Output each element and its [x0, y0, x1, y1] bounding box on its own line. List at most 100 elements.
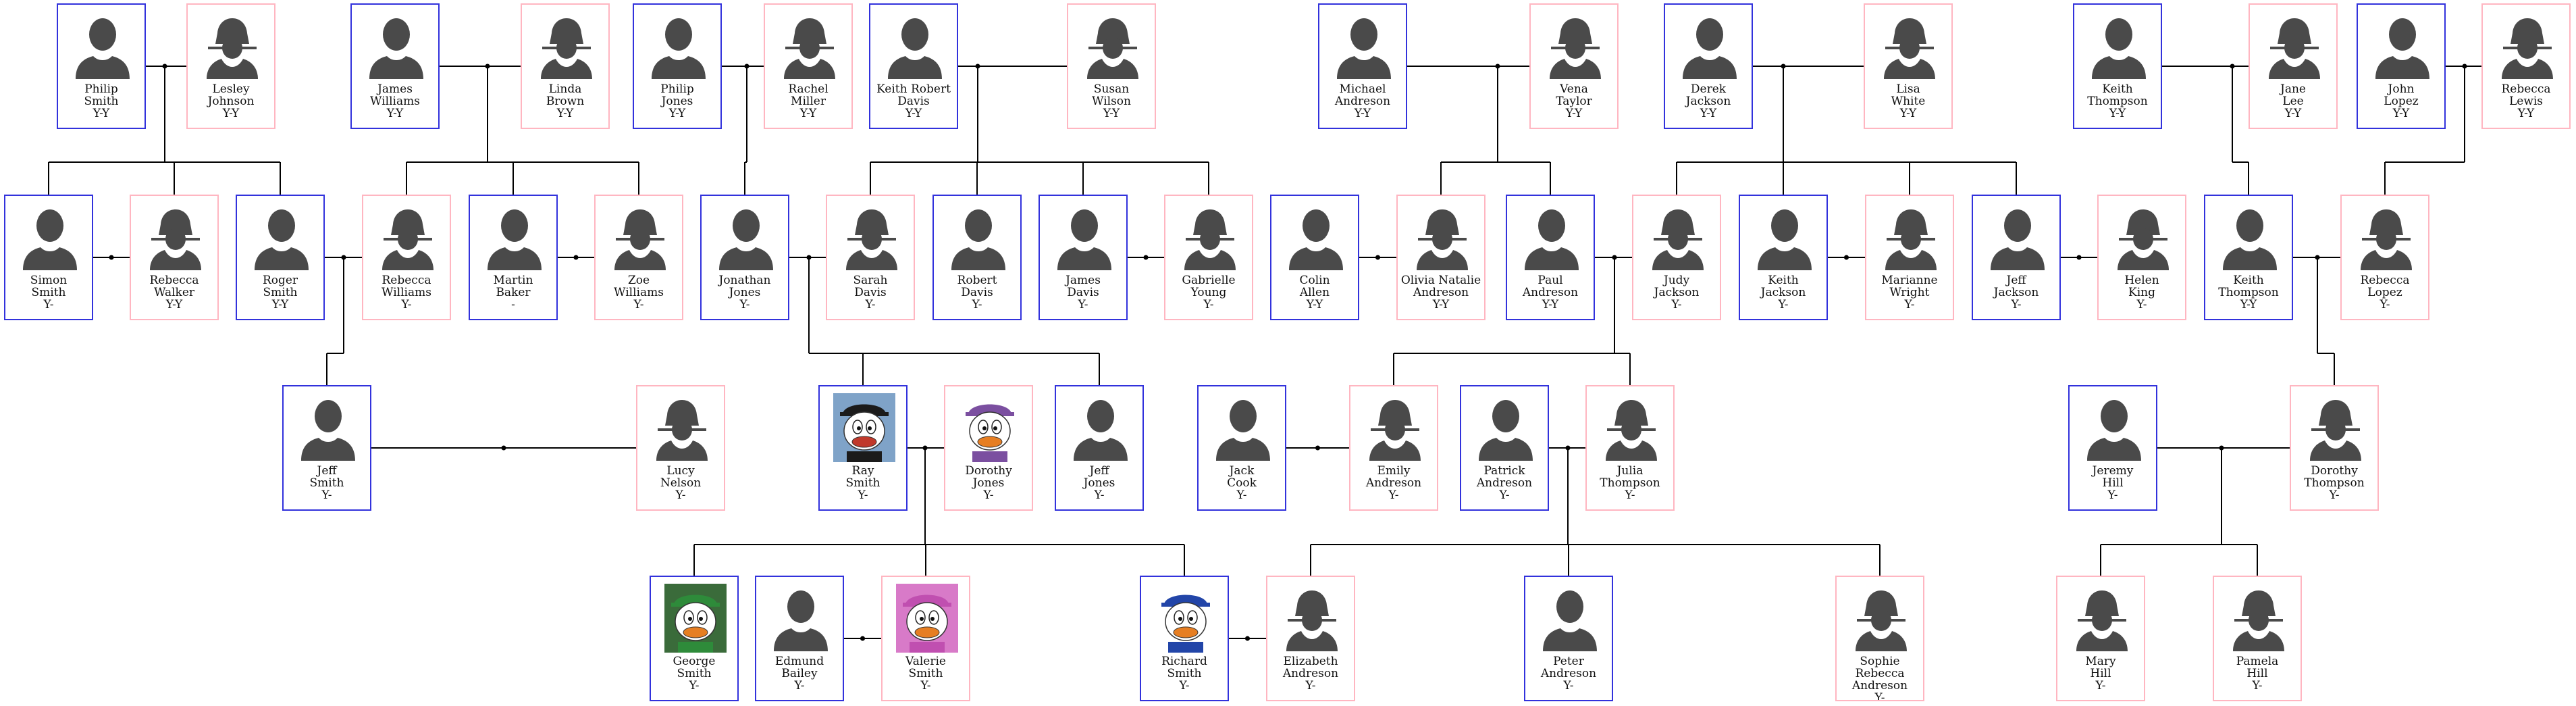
person-card-michael-andreson[interactable]: Michael Andreson Y-Y — [1318, 3, 1407, 129]
male-avatar-icon — [652, 18, 706, 79]
person-card-susan-wilson[interactable]: Susan Wilson Y-Y — [1067, 3, 1156, 129]
last-name: Davis — [1067, 286, 1099, 299]
union-dot — [1143, 255, 1149, 260]
person-card-linda-brown[interactable]: Linda Brown Y-Y — [521, 3, 610, 129]
person-card-zoe-williams[interactable]: Zoe Williams Y- — [594, 195, 683, 320]
person-card-peter-andreson[interactable]: Peter Andreson Y- — [1524, 576, 1613, 701]
person-card-elizabeth-andreson[interactable]: Elizabeth Andreson Y- — [1266, 576, 1355, 701]
first-name: Linda — [548, 82, 582, 96]
life-years: Y-Y — [222, 107, 240, 120]
person-card-george-smith[interactable]: George Smith Y- — [650, 576, 739, 701]
last-name: Davis — [854, 286, 887, 299]
person-card-marianne-wright[interactable]: Marianne Wright Y- — [1865, 195, 1954, 320]
person-card-keith-jackson[interactable]: Keith Jackson Y- — [1739, 195, 1828, 320]
person-card-edmund-bailey[interactable]: Edmund Bailey Y- — [755, 576, 844, 701]
person-card-jeff-smith[interactable]: Jeff Smith Y- — [282, 385, 371, 511]
life-years: Y- — [1305, 679, 1316, 692]
person-card-philip-smith[interactable]: Philip Smith Y-Y — [57, 3, 146, 129]
person-card-jonathan-jones[interactable]: Jonathan Jones Y- — [700, 195, 789, 320]
first-name: Richard — [1161, 655, 1207, 668]
person-card-rebecca-walker[interactable]: Rebecca Walker Y-Y — [130, 195, 219, 320]
person-card-colin-allen[interactable]: Colin Allen Y-Y — [1270, 195, 1359, 320]
cartoon-duck-photo — [664, 584, 727, 653]
last-name: Young — [1190, 286, 1227, 299]
female-avatar-icon — [1856, 590, 1907, 651]
person-card-jane-lee[interactable]: Jane Lee Y-Y — [2249, 3, 2338, 129]
person-card-jeremy-hill[interactable]: Jeremy Hill Y- — [2068, 385, 2157, 511]
person-card-philip-jones[interactable]: Philip Jones Y-Y — [633, 3, 722, 129]
life-years: Y- — [633, 298, 644, 311]
person-card-keith-thompson[interactable]: Keith Thompson Y-Y — [2073, 3, 2162, 129]
last-name: Smith — [908, 667, 943, 680]
last-name: Davis — [897, 95, 930, 108]
person-card-gabrielle-young[interactable]: Gabrielle Young Y- — [1164, 195, 1253, 320]
person-card-jeff-jones[interactable]: Jeff Jones Y- — [1055, 385, 1144, 511]
person-card-john-lopez[interactable]: John Lopez Y-Y — [2357, 3, 2446, 129]
last-name: Andreson — [1476, 476, 1533, 490]
first-name: Helen — [2124, 274, 2159, 287]
person-card-sarah-davis[interactable]: Sarah Davis Y- — [826, 195, 915, 320]
life-years: Y- — [1499, 488, 1510, 502]
first-name: Roger — [262, 274, 298, 287]
first-name: Jeff — [317, 464, 337, 478]
person-card-richard-smith[interactable]: Richard Smith Y- — [1140, 576, 1229, 701]
person-card-simon-smith[interactable]: Simon Smith Y- — [4, 195, 93, 320]
last-name: Williams — [382, 286, 431, 299]
person-name: Keith Robert Davis Y-Y — [872, 83, 955, 120]
person-card-patrick-andreson[interactable]: Patrick Andreson Y- — [1460, 385, 1549, 511]
person-card-keith-robert-davis[interactable]: Keith Robert Davis Y-Y — [869, 3, 958, 129]
first-name: Colin — [1299, 274, 1330, 287]
person-card-valerie-smith[interactable]: Valerie Smith Y- — [881, 576, 970, 701]
union-dot — [501, 445, 506, 451]
person-card-dorothy-jones[interactable]: Dorothy Jones Y- — [944, 385, 1033, 511]
person-card-pamela-hill[interactable]: Pamela Hill Y- — [2213, 576, 2302, 701]
person-card-helen-king[interactable]: Helen King Y- — [2097, 195, 2186, 320]
person-card-ray-smith[interactable]: Ray Smith Y- — [818, 385, 908, 511]
person-card-james-davis[interactable]: James Davis Y- — [1039, 195, 1128, 320]
person-card-lucy-nelson[interactable]: Lucy Nelson Y- — [636, 385, 725, 511]
person-card-lisa-white[interactable]: Lisa White Y-Y — [1864, 3, 1953, 129]
life-years: Y- — [858, 488, 868, 502]
person-card-mary-hill[interactable]: Mary Hill Y- — [2056, 576, 2145, 701]
person-card-robert-davis[interactable]: Robert Davis Y- — [932, 195, 1022, 320]
life-years: Y- — [1671, 298, 1682, 311]
last-name: Hill — [2246, 667, 2268, 680]
person-name: Mary Hill Y- — [2059, 655, 2143, 692]
person-card-dorothy-thompson[interactable]: Dorothy Thompson Y- — [2290, 385, 2379, 511]
person-name: Sarah Davis Y- — [829, 274, 912, 311]
person-name: Sophie Rebecca Andreson Y- — [1838, 655, 1922, 700]
person-card-martin-baker[interactable]: Martin Baker - — [469, 195, 558, 320]
life-years: Y-Y — [271, 298, 289, 311]
person-card-paul-andreson[interactable]: Paul Andreson Y-Y — [1506, 195, 1595, 320]
person-card-judy-jackson[interactable]: Judy Jackson Y- — [1632, 195, 1721, 320]
male-avatar-icon — [1337, 18, 1391, 79]
person-card-emily-andreson[interactable]: Emily Andreson Y- — [1349, 385, 1438, 511]
person-card-roger-smith[interactable]: Roger Smith Y-Y — [236, 195, 325, 320]
person-card-derek-jackson[interactable]: Derek Jackson Y-Y — [1664, 3, 1753, 129]
life-years: Y- — [1236, 488, 1247, 502]
person-card-jeff-jackson[interactable]: Jeff Jackson Y- — [1972, 195, 2061, 320]
person-name: Robert Davis Y- — [935, 274, 1019, 311]
person-card-julia-thompson[interactable]: Julia Thompson Y- — [1585, 385, 1675, 511]
male-avatar-icon — [1479, 400, 1533, 461]
person-card-rebecca-williams[interactable]: Rebecca Williams Y- — [362, 195, 451, 320]
person-card-olivia-natalie-andreson[interactable]: Olivia Natalie Andreson Y-Y — [1396, 195, 1486, 320]
person-card-rachel-miller[interactable]: Rachel Miller Y-Y — [764, 3, 853, 129]
male-avatar-icon — [488, 209, 542, 270]
person-name: George Smith Y- — [652, 655, 736, 692]
last-name: Andreson — [1851, 679, 1908, 692]
person-card-rebecca-lewis[interactable]: Rebecca Lewis Y-Y — [2481, 3, 2571, 129]
person-card-keith-thompson[interactable]: Keith Thompson Y-Y — [2204, 195, 2293, 320]
person-card-rebecca-lopez[interactable]: Rebecca Lopez Y- — [2340, 195, 2429, 320]
union-dot — [1245, 636, 1250, 641]
last-name: White — [1891, 95, 1926, 108]
person-name: Gabrielle Young Y- — [1167, 274, 1251, 311]
person-card-sophie-rebecca-andreson[interactable]: Sophie Rebecca Andreson Y- — [1835, 576, 1924, 701]
first-name: Valerie — [905, 655, 946, 668]
person-card-jack-cook[interactable]: Jack Cook Y- — [1197, 385, 1286, 511]
person-card-lesley-johnson[interactable]: Lesley Johnson Y-Y — [186, 3, 275, 129]
person-card-james-williams[interactable]: James Williams Y-Y — [350, 3, 440, 129]
person-card-vena-taylor[interactable]: Vena Taylor Y-Y — [1529, 3, 1619, 129]
person-name: Jeff Jones Y- — [1057, 465, 1141, 501]
person-name: Judy Jackson Y- — [1635, 274, 1718, 311]
